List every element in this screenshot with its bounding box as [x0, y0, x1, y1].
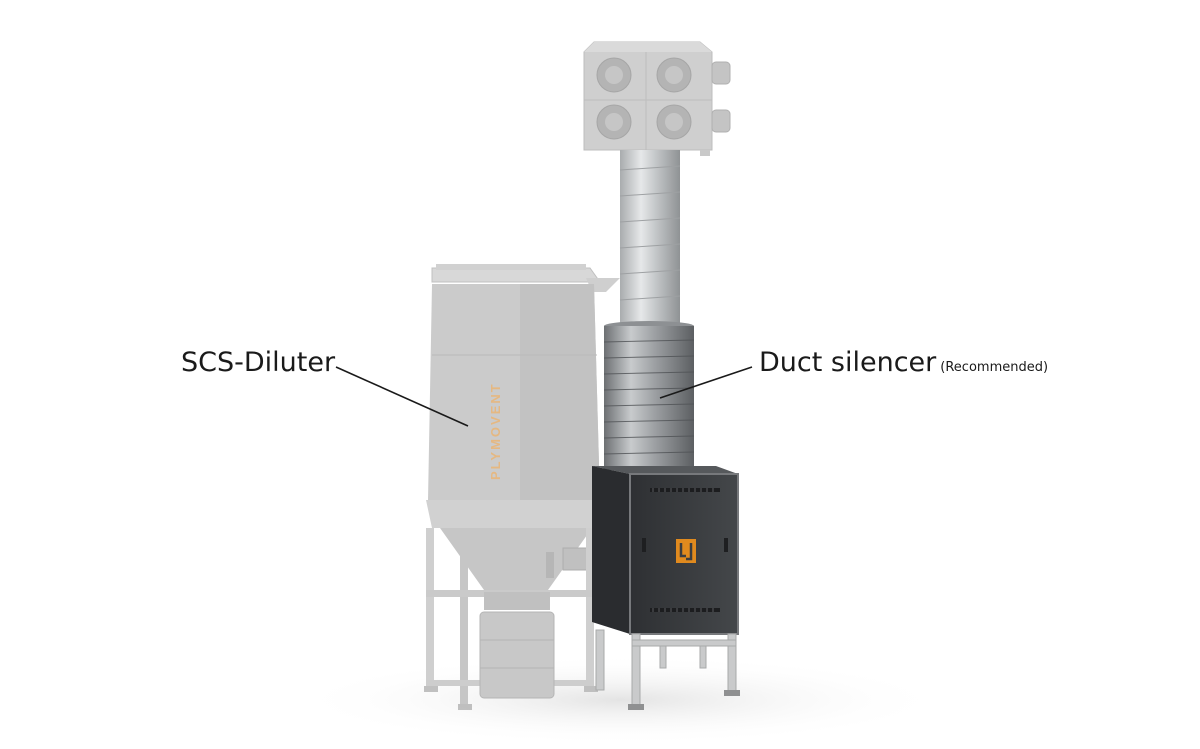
label-duct-silencer: Duct silencer(Recommended) — [759, 347, 1048, 378]
label-duct-silencer-text: Duct silencer — [759, 347, 937, 378]
scs-diluter-unit: PLYMOVENT — [424, 264, 620, 710]
leader-line-silencer — [659, 366, 753, 399]
fan-cabinet — [592, 466, 740, 710]
label-scs-diluter: SCS-Diluter — [181, 347, 335, 378]
label-recommended-note: (Recommended) — [940, 360, 1049, 375]
duct-silencer — [603, 321, 695, 470]
label-scs-diluter-text: SCS-Diluter — [181, 347, 336, 378]
plymovent-mark-icon — [676, 539, 696, 563]
vertical-duct — [619, 150, 681, 328]
manifold-box — [583, 41, 731, 156]
plymovent-logo: PLYMOVENT — [488, 382, 503, 480]
floor-shadow — [290, 655, 950, 745]
leader-line-diluter — [335, 366, 469, 427]
